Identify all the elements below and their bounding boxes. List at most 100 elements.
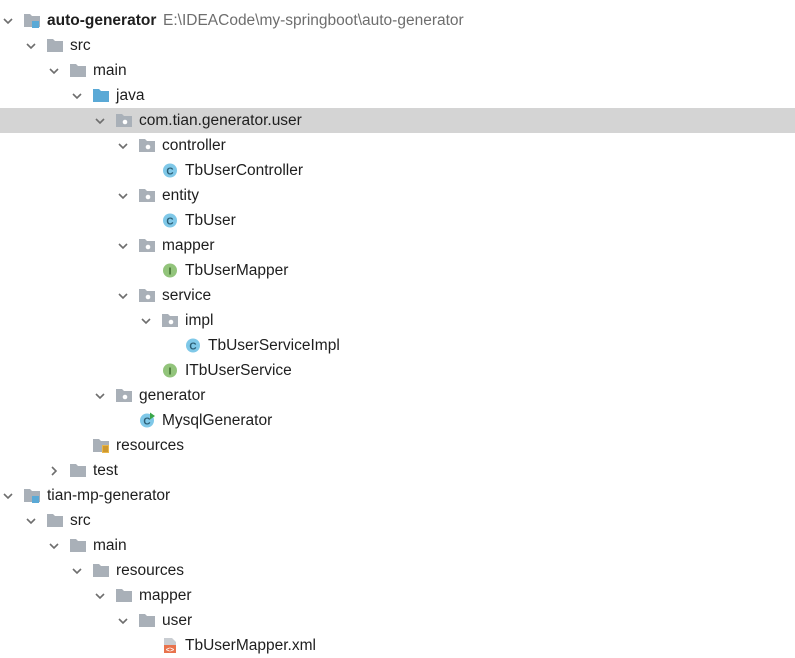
tree-item-label: test bbox=[93, 462, 118, 479]
chevron-down-icon[interactable] bbox=[115, 183, 131, 208]
tree-item-label: TbUser bbox=[185, 212, 236, 229]
tree-item-label: service bbox=[162, 287, 212, 304]
tree-item-label: java bbox=[116, 87, 145, 104]
chevron-down-icon[interactable] bbox=[46, 533, 62, 558]
tree-item-label: tian-mp-generator bbox=[47, 487, 171, 504]
class-icon: C bbox=[161, 212, 179, 229]
tree-item[interactable]: I ITbUserService bbox=[0, 358, 795, 383]
tree-item[interactable]: C TbUser bbox=[0, 208, 795, 233]
chevron-down-icon[interactable] bbox=[138, 308, 154, 333]
chevron-down-icon[interactable] bbox=[115, 233, 131, 258]
tree-item-label: main bbox=[93, 537, 127, 554]
chevron-down-icon[interactable] bbox=[69, 558, 85, 583]
chevron-down-icon[interactable] bbox=[92, 583, 108, 608]
tree-item-label: entity bbox=[162, 187, 200, 204]
tree-item-label: mapper bbox=[139, 587, 192, 604]
package-icon bbox=[138, 237, 156, 254]
tree-item[interactable]: main bbox=[0, 58, 795, 83]
tree-item[interactable]: mapper bbox=[0, 233, 795, 258]
tree-item[interactable]: C TbUserServiceImpl bbox=[0, 333, 795, 358]
folder-icon bbox=[115, 587, 133, 604]
resources-folder-icon bbox=[92, 437, 110, 454]
interface-icon: I bbox=[161, 262, 179, 279]
tree-item[interactable]: src bbox=[0, 508, 795, 533]
tree-item[interactable]: resources bbox=[0, 433, 795, 458]
module-folder-icon bbox=[23, 487, 41, 504]
tree-item-label: user bbox=[162, 612, 193, 629]
package-icon bbox=[138, 187, 156, 204]
tree-item-label: main bbox=[93, 62, 127, 79]
chevron-down-icon[interactable] bbox=[0, 483, 16, 508]
svg-text:C: C bbox=[143, 417, 150, 428]
package-icon bbox=[161, 312, 179, 329]
tree-item-label: com.tian.generator.user bbox=[139, 112, 302, 129]
tree-item[interactable]: mapper bbox=[0, 583, 795, 608]
package-icon bbox=[115, 112, 133, 129]
tree-item-label: generator bbox=[139, 387, 206, 404]
svg-text:I: I bbox=[169, 367, 172, 378]
tree-item-label: src bbox=[70, 512, 91, 529]
folder-icon bbox=[69, 462, 87, 479]
class-icon: C bbox=[184, 337, 202, 354]
xml-file-icon: <> bbox=[161, 637, 179, 654]
tree-item-label: MysqlGenerator bbox=[162, 412, 273, 429]
chevron-down-icon[interactable] bbox=[92, 383, 108, 408]
tree-item[interactable]: main bbox=[0, 533, 795, 558]
tree-item[interactable]: C MysqlGenerator bbox=[0, 408, 795, 433]
tree-item-label: impl bbox=[185, 312, 214, 329]
folder-icon bbox=[46, 512, 64, 529]
tree-item-label: TbUserController bbox=[185, 162, 304, 179]
tree-item-label: TbUserMapper bbox=[185, 262, 289, 279]
package-icon bbox=[138, 137, 156, 154]
tree-item[interactable]: com.tian.generator.user bbox=[0, 108, 795, 133]
tree-item[interactable]: user bbox=[0, 608, 795, 633]
svg-text:I: I bbox=[169, 267, 172, 278]
package-icon bbox=[115, 387, 133, 404]
tree-item[interactable]: entity bbox=[0, 183, 795, 208]
tree-item-label: ITbUserService bbox=[185, 362, 292, 379]
tree-item[interactable]: tian-mp-generator bbox=[0, 483, 795, 508]
tree-item[interactable]: controller bbox=[0, 133, 795, 158]
chevron-down-icon[interactable] bbox=[69, 83, 85, 108]
chevron-down-icon[interactable] bbox=[23, 508, 39, 533]
tree-item[interactable]: resources bbox=[0, 558, 795, 583]
source-root-folder-icon bbox=[92, 87, 110, 104]
tree-item[interactable]: service bbox=[0, 283, 795, 308]
tree-item[interactable]: generator bbox=[0, 383, 795, 408]
tree-item-label: resources bbox=[116, 562, 185, 579]
svg-text:C: C bbox=[166, 167, 173, 178]
tree-item[interactable]: impl bbox=[0, 308, 795, 333]
folder-icon bbox=[92, 562, 110, 579]
runnable-class-icon: C bbox=[138, 412, 156, 429]
chevron-down-icon[interactable] bbox=[46, 58, 62, 83]
chevron-down-icon[interactable] bbox=[115, 608, 131, 633]
chevron-down-icon[interactable] bbox=[0, 8, 16, 33]
chevron-right-icon[interactable] bbox=[46, 458, 62, 483]
tree-item[interactable]: src bbox=[0, 33, 795, 58]
svg-text:<>: <> bbox=[166, 647, 174, 654]
tree-item[interactable]: test bbox=[0, 458, 795, 483]
tree-item[interactable]: C TbUserController bbox=[0, 158, 795, 183]
chevron-down-icon[interactable] bbox=[23, 33, 39, 58]
chevron-down-icon[interactable] bbox=[115, 133, 131, 158]
chevron-down-icon[interactable] bbox=[92, 108, 108, 133]
folder-icon bbox=[69, 537, 87, 554]
chevron-down-icon[interactable] bbox=[115, 283, 131, 308]
folder-icon bbox=[69, 62, 87, 79]
tree-item[interactable]: I TbUserMapper bbox=[0, 258, 795, 283]
tree-item[interactable]: java bbox=[0, 83, 795, 108]
tree-item-label: TbUserServiceImpl bbox=[208, 337, 340, 354]
folder-icon bbox=[138, 612, 156, 629]
interface-icon: I bbox=[161, 362, 179, 379]
folder-icon bbox=[46, 37, 64, 54]
tree-item-label: resources bbox=[116, 437, 185, 454]
package-icon bbox=[138, 287, 156, 304]
tree-item-label: src bbox=[70, 37, 91, 54]
tree-item[interactable]: <> TbUserMapper.xml bbox=[0, 633, 795, 658]
tree-item-label: TbUserMapper.xml bbox=[185, 637, 316, 654]
tree-item-label: controller bbox=[162, 137, 226, 154]
svg-text:C: C bbox=[189, 342, 196, 353]
tree-item-label: auto-generator bbox=[47, 12, 157, 29]
